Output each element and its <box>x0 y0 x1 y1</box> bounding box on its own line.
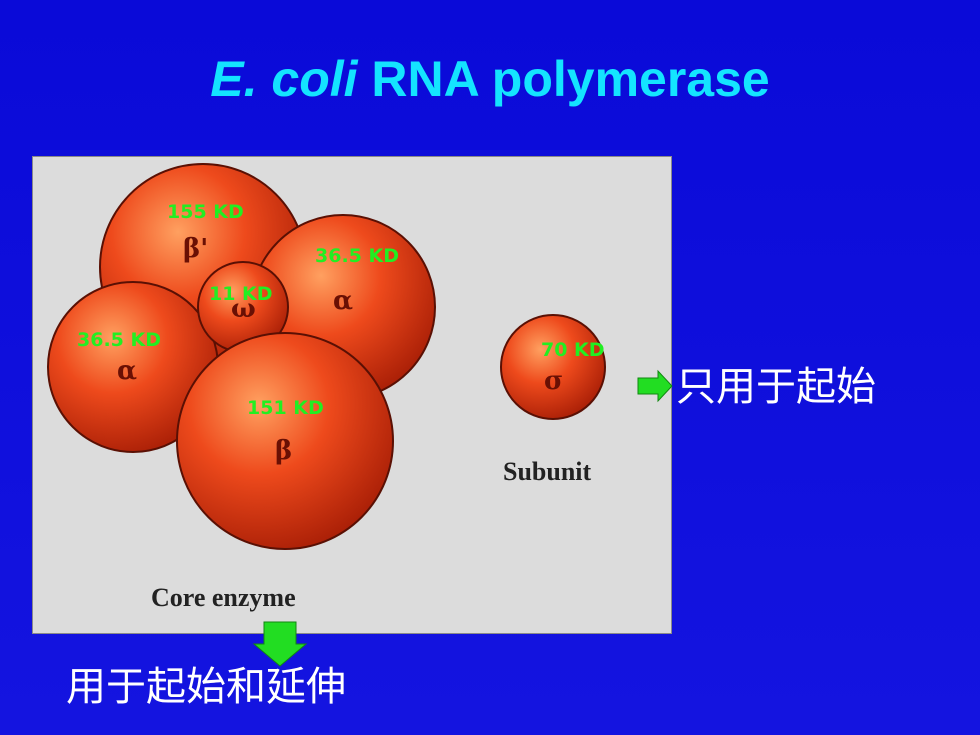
title-enzyme: RNA polymerase <box>357 51 770 107</box>
page-title: E. coli RNA polymerase <box>0 52 980 107</box>
sigma-kd-label: 70 KD <box>541 339 605 361</box>
rna-polymerase-figure: β' α ω α β σ 155 KD 36.5 KD 11 KD 36.5 K… <box>32 156 672 634</box>
right-arrow-icon <box>637 369 673 403</box>
sigma-function-note: 只用于起始 <box>676 364 876 410</box>
sigma-symbol: σ <box>544 366 563 396</box>
omega-kd-label: 11 KD <box>209 283 273 305</box>
core-function-note: 用于起始和延伸 <box>66 664 346 710</box>
omega-symbol: ω <box>231 294 256 324</box>
beta-prime-symbol: β' <box>183 234 208 264</box>
alpha-left-kd-label: 36.5 KD <box>77 329 161 351</box>
down-arrow-icon <box>252 621 308 667</box>
sigma-sphere <box>500 314 606 420</box>
alpha-left-symbol: α <box>117 356 137 386</box>
title-organism: E. coli <box>210 51 358 107</box>
beta-sphere <box>176 332 394 550</box>
alpha-right-symbol: α <box>333 286 353 316</box>
alpha-right-kd-label: 36.5 KD <box>315 245 399 267</box>
beta-prime-kd-label: 155 KD <box>167 201 244 223</box>
beta-kd-label: 151 KD <box>247 397 324 419</box>
subunit-caption: Subunit <box>503 457 592 486</box>
core-enzyme-caption: Core enzyme <box>151 583 296 612</box>
beta-symbol: β <box>275 436 292 466</box>
subunit-spheres: β' α ω α β σ <box>47 163 606 550</box>
